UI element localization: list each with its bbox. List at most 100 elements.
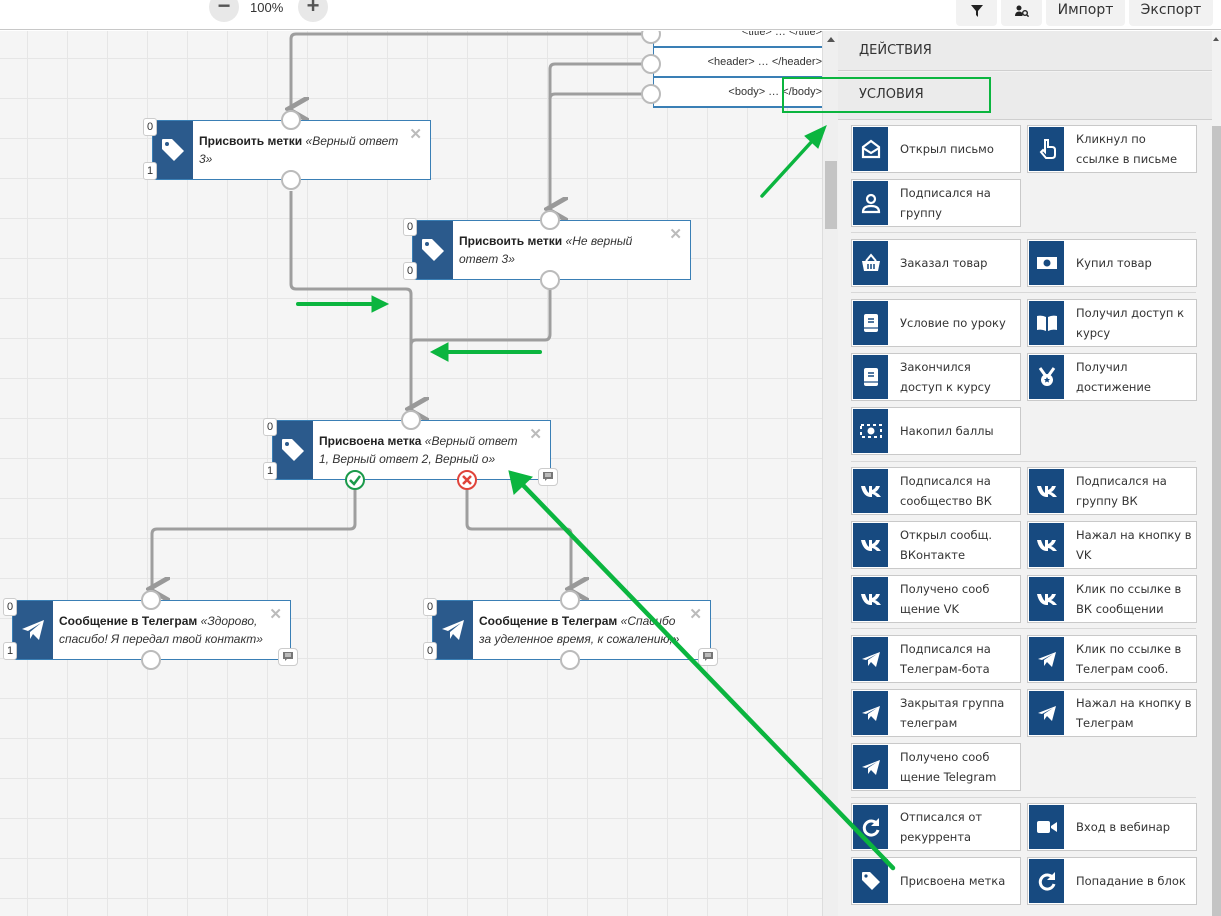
- video-camera-icon: [1036, 821, 1057, 833]
- condition-card[interactable]: Купил товар: [1027, 239, 1197, 287]
- card-icon-box: [1029, 127, 1064, 171]
- card-label: Закрытая группа телеграм: [900, 696, 1005, 730]
- node-title: Присвоить метки: [199, 134, 303, 148]
- scroll-up-arrow-icon[interactable]: [1213, 37, 1219, 41]
- output-port-body[interactable]: [641, 84, 661, 104]
- condition-card[interactable]: Присвоена метка: [851, 857, 1021, 905]
- panel-scrollbar[interactable]: [1212, 31, 1221, 916]
- card-icon-box: [853, 127, 888, 171]
- points-icon: [859, 424, 882, 438]
- user-search-icon: [1014, 5, 1029, 18]
- scroll-up-arrow-icon[interactable]: [827, 37, 835, 42]
- output-port[interactable]: [540, 270, 560, 290]
- condition-card[interactable]: Подписался на сообщество ВК: [851, 467, 1021, 515]
- scrollbar-thumb[interactable]: [1212, 126, 1221, 916]
- node-icon-box: [413, 221, 453, 279]
- canvas-scrollbar[interactable]: [822, 31, 838, 916]
- conditions-section-header[interactable]: УСЛОВИЯ: [838, 72, 1212, 120]
- html-row-header: <header> … </header>: [654, 48, 822, 78]
- export-button[interactable]: Экспорт: [1129, 0, 1213, 26]
- input-port[interactable]: [540, 210, 560, 230]
- close-icon[interactable]: ✕: [409, 126, 422, 143]
- card-icon-box: [853, 805, 888, 849]
- condition-card[interactable]: Клик по ссылке в ВК сообщении: [1027, 575, 1197, 623]
- condition-card[interactable]: Подписался на группу: [851, 179, 1021, 227]
- comment-button[interactable]: [698, 648, 718, 666]
- condition-card[interactable]: Закрытая группа телеграм: [851, 689, 1021, 737]
- user-search-button[interactable]: [1001, 0, 1042, 26]
- condition-card[interactable]: Получил достижение: [1027, 353, 1197, 401]
- card-label: Нажал на кнопку в VK: [1076, 528, 1192, 562]
- card-label: Подписался на группу: [900, 186, 991, 220]
- condition-card[interactable]: Нажал на кнопку в Телеграм: [1027, 689, 1197, 737]
- zoom-out-button[interactable]: −: [209, 0, 239, 22]
- card-label: Получил доступ к курсу: [1076, 306, 1185, 340]
- card-icon-box: [1029, 691, 1064, 735]
- condition-card[interactable]: Открыл письмо: [851, 125, 1021, 173]
- comment-icon: [543, 472, 553, 481]
- card-label: Открыл сообщ. ВКонтакте: [900, 528, 993, 562]
- condition-card[interactable]: Подписался на группу ВК: [1027, 467, 1197, 515]
- scrollbar-thumb[interactable]: [825, 161, 837, 229]
- condition-card[interactable]: Отписался от рекуррента: [851, 803, 1021, 851]
- node-title: Сообщение в Телеграм: [59, 614, 198, 628]
- condition-card[interactable]: Нажал на кнопку в VK: [1027, 521, 1197, 569]
- close-icon[interactable]: ✕: [529, 426, 542, 443]
- zoom-in-button[interactable]: +: [298, 0, 328, 22]
- condition-card[interactable]: Получено сооб щение VK: [851, 575, 1021, 623]
- card-icon-box: [853, 301, 888, 345]
- no-output-port[interactable]: [457, 470, 477, 490]
- comment-button[interactable]: [278, 648, 298, 666]
- output-port-header[interactable]: [641, 54, 661, 74]
- output-port-title[interactable]: [641, 31, 661, 44]
- user-icon: [861, 193, 880, 214]
- flow-canvas[interactable]: <title> … </title> <header> … </header> …: [0, 31, 822, 916]
- output-port[interactable]: [141, 650, 161, 670]
- input-port[interactable]: [560, 590, 580, 610]
- output-port[interactable]: [281, 170, 301, 190]
- input-port[interactable]: [401, 410, 421, 430]
- node-icon-box: [273, 421, 313, 479]
- html-template-block[interactable]: <title> … </title> <header> … </header> …: [653, 31, 822, 108]
- output-port[interactable]: [560, 650, 580, 670]
- close-icon[interactable]: ✕: [669, 226, 682, 243]
- medal-icon: [1038, 367, 1055, 386]
- input-port[interactable]: [281, 110, 301, 130]
- condition-card[interactable]: Клик по ссылке в Телеграм сооб.: [1027, 635, 1197, 683]
- card-icon-box: [1029, 523, 1064, 567]
- output-count-badge: 1: [3, 642, 17, 660]
- condition-card[interactable]: Кликнул по ссылке в письме: [1027, 125, 1197, 173]
- hand-pointer-icon: [1039, 139, 1056, 159]
- close-icon[interactable]: ✕: [269, 606, 282, 623]
- condition-card[interactable]: Получено сооб щение Telegram: [851, 743, 1021, 791]
- section-divider: [851, 797, 1196, 798]
- node-tag-assigned-condition[interactable]: Присвоена метка «Верный ответ 1, Верный …: [272, 420, 551, 480]
- condition-card[interactable]: Накопил баллы: [851, 407, 1021, 455]
- condition-card[interactable]: Закончился доступ к курсу: [851, 353, 1021, 401]
- output-count-badge: 0: [423, 642, 437, 660]
- zoom-level: 100%: [250, 0, 284, 15]
- condition-card[interactable]: Заказал товар: [851, 239, 1021, 287]
- condition-card[interactable]: Получил доступ к курсу: [1027, 299, 1197, 347]
- condition-card[interactable]: Подписался на Телеграм-бота: [851, 635, 1021, 683]
- card-icon-box: [853, 523, 888, 567]
- telegram-icon: [861, 652, 880, 667]
- node-title: Сообщение в Телеграм: [479, 614, 618, 628]
- condition-card[interactable]: Открыл сообщ. ВКонтакте: [851, 521, 1021, 569]
- filter-button[interactable]: [956, 0, 997, 26]
- card-icon-box: [1029, 355, 1064, 399]
- telegram-icon: [1037, 652, 1056, 667]
- condition-card[interactable]: Вход в вебинар: [1027, 803, 1197, 851]
- wire-no-to-node5: [465, 490, 571, 589]
- filter-icon: [970, 5, 983, 17]
- condition-card[interactable]: Условие по уроку: [851, 299, 1021, 347]
- vk-icon: [1036, 594, 1057, 605]
- condition-card[interactable]: Попадание в блок: [1027, 857, 1197, 905]
- yes-output-port[interactable]: [345, 470, 365, 490]
- comment-button[interactable]: [538, 468, 558, 486]
- actions-section-header[interactable]: ДЕЙСТВИЯ: [838, 31, 1212, 71]
- input-port[interactable]: [141, 590, 161, 610]
- close-icon[interactable]: ✕: [689, 606, 702, 623]
- import-button[interactable]: Импорт: [1046, 0, 1125, 26]
- card-icon-box: [1029, 577, 1064, 621]
